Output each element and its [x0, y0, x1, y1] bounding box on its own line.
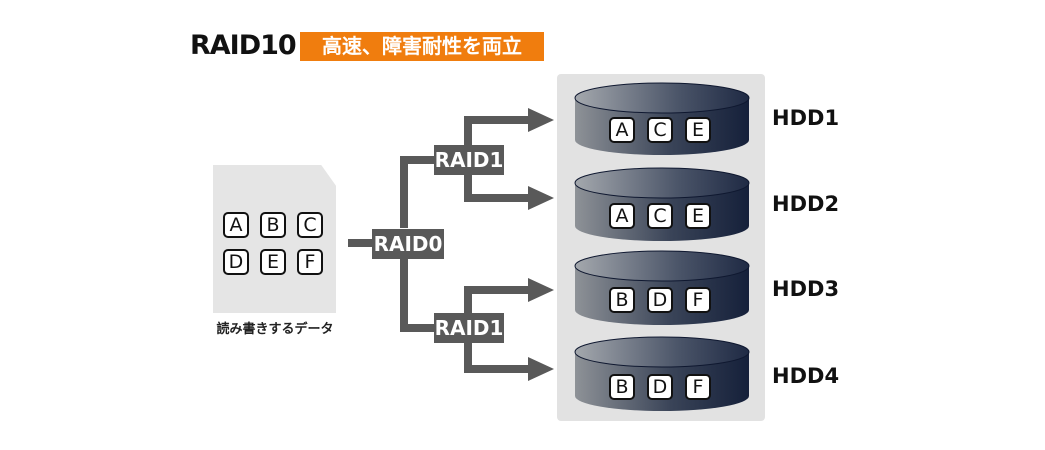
raid1-bottom-up [464, 286, 530, 313]
hdd4-block-3: F [685, 374, 711, 400]
data-block-d: D [223, 249, 249, 275]
hdd2-block-2: C [647, 203, 673, 229]
hdd3-label: HDD3 [772, 277, 840, 301]
page-title: RAID10 [190, 30, 297, 61]
hdd4-block-1: B [609, 374, 635, 400]
data-block-c: C [297, 212, 323, 238]
raid1-top-label: RAID1 [434, 145, 504, 175]
raid1-bottom-label: RAID1 [434, 313, 504, 343]
arrow-hdd4 [528, 357, 554, 381]
raid0-bottom-branch [400, 258, 434, 332]
hdd2-block-1: A [609, 203, 635, 229]
hdd2-label: HDD2 [772, 192, 840, 216]
arrow-hdd1 [528, 108, 554, 132]
hdd2-block-3: E [685, 203, 711, 229]
data-block-a: A [223, 212, 249, 238]
data-label: 読み書きするデータ [216, 322, 334, 337]
raid0-top-branch [400, 156, 434, 228]
arrow-hdd3 [528, 278, 554, 302]
hdd1-block-2: C [647, 117, 673, 143]
data-block-e: E [260, 249, 286, 275]
hdd4-label: HDD4 [772, 364, 840, 388]
hdd3-block-1: B [609, 287, 635, 313]
raid0-label: RAID0 [372, 229, 444, 259]
hdd1-block-1: A [609, 117, 635, 143]
raid1-top-down [464, 175, 530, 202]
subtitle-badge: 高速、障害耐性を両立 [300, 32, 544, 61]
hdd1-label: HDD1 [772, 106, 840, 130]
data-block-f: F [297, 249, 323, 275]
raid1-top-up [464, 116, 530, 145]
data-block-b: B [260, 212, 286, 238]
raid1-bottom-down [464, 343, 530, 373]
hdd1-block-3: E [685, 117, 711, 143]
hdd3-block-3: F [685, 287, 711, 313]
hdd3-block-2: D [647, 287, 673, 313]
data-document [213, 165, 336, 313]
hdd4-block-2: D [647, 374, 673, 400]
arrow-hdd2 [528, 186, 554, 210]
